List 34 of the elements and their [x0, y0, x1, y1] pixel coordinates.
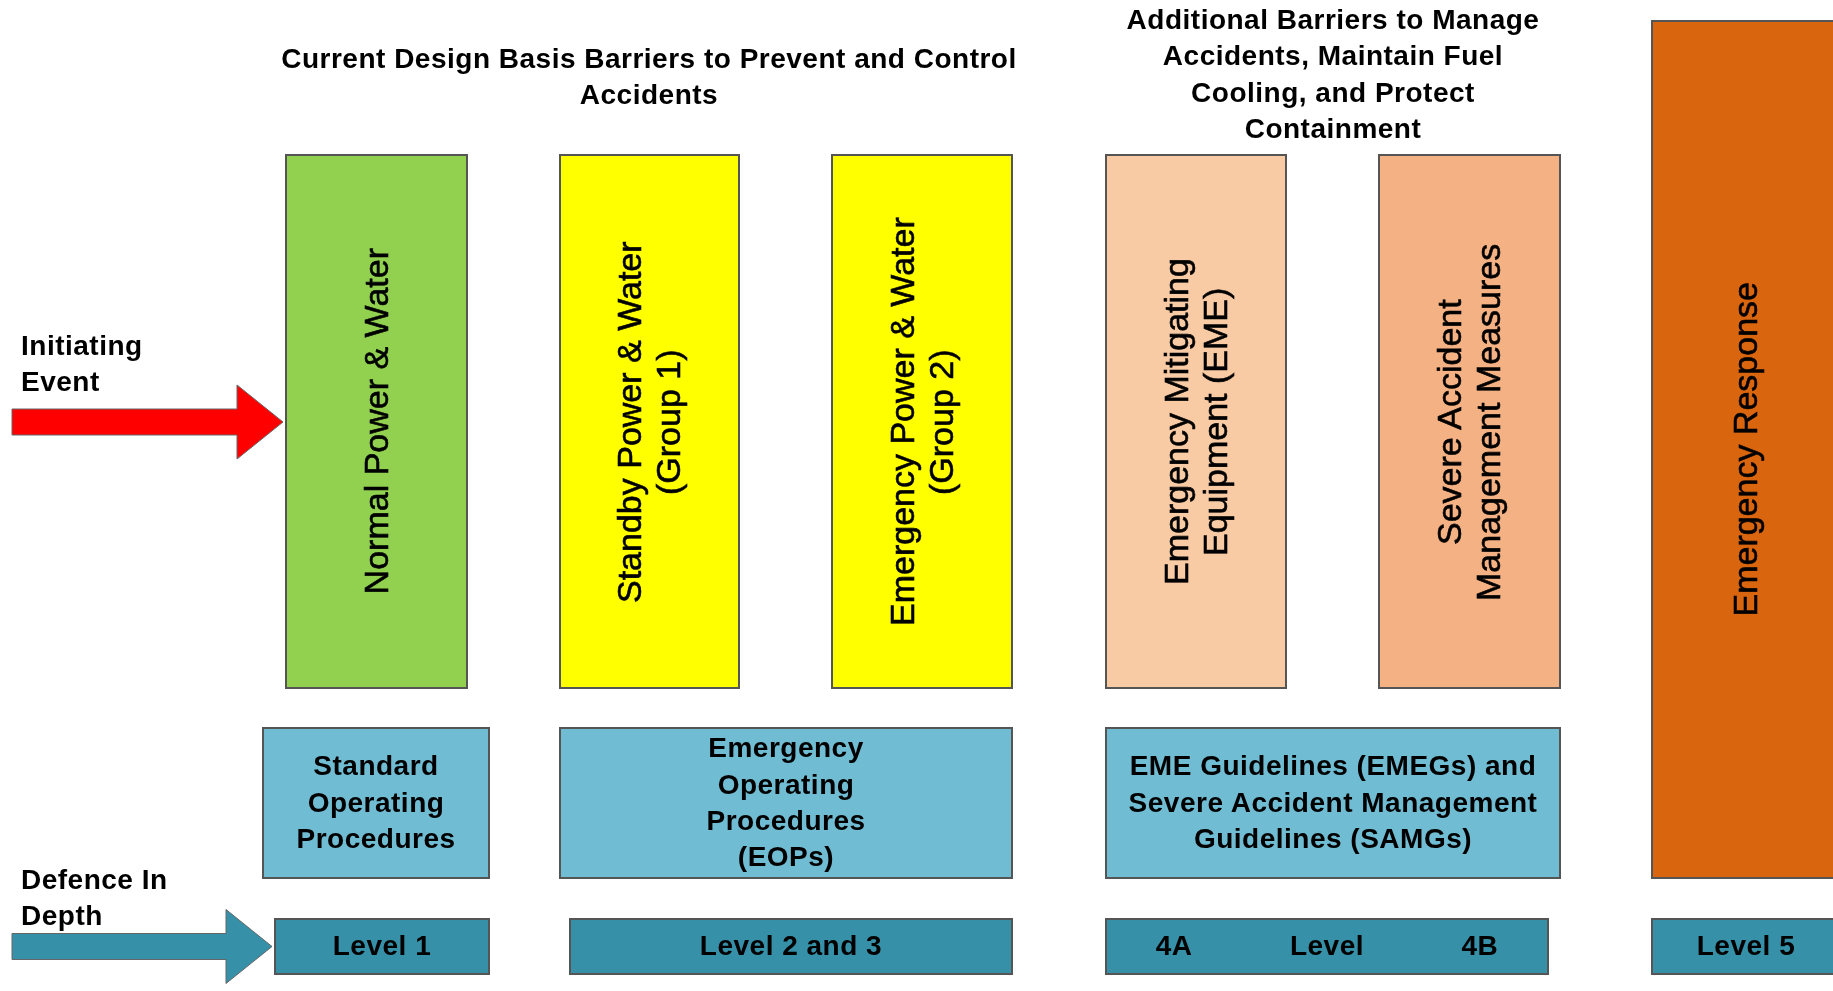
- box-label: Level 1: [332, 929, 432, 964]
- column-label: Emergency Power & Water (Group 2): [882, 216, 961, 628]
- level-label: 4B: [1461, 929, 1499, 964]
- barrier-column: [1378, 154, 1561, 689]
- procedure-box: [1105, 727, 1561, 879]
- barrier-column: [559, 154, 740, 689]
- barrier-column: [1651, 20, 1833, 879]
- column-label: Emergency Response: [1726, 282, 1766, 617]
- column-label: Severe Accident Management Measures: [1430, 241, 1509, 603]
- column-label: Emergency Mitigating Equipment (EME): [1156, 257, 1235, 587]
- box-label: Standard Operating Procedures: [295, 749, 457, 857]
- column-label: Normal Power & Water: [356, 248, 396, 595]
- level-label: 4A: [1155, 929, 1193, 964]
- block-arrow: [11, 909, 273, 984]
- box-label: Level 2 and 3: [699, 929, 883, 964]
- arrow-label: Initiating Event: [21, 329, 144, 400]
- box-label: Emergency Operating Procedures (EOPs): [705, 731, 867, 875]
- barrier-column: [1105, 154, 1287, 689]
- column-label: Standby Power & Water (Group 1): [610, 239, 689, 605]
- block-arrow: [11, 384, 284, 460]
- procedure-box: [559, 727, 1013, 879]
- level-box: [274, 918, 490, 975]
- procedure-box: [262, 727, 490, 879]
- level-box: [1651, 918, 1833, 975]
- level-box: [569, 918, 1013, 975]
- box-label: Level 5: [1696, 929, 1796, 964]
- barrier-column: [831, 154, 1013, 689]
- arrow-label: Defence In Depth: [21, 863, 169, 934]
- level-label: Level: [1289, 929, 1365, 964]
- barrier-column: [285, 154, 468, 689]
- section-heading: Current Design Basis Barriers to Prevent and Control Accidents: [280, 42, 1018, 113]
- level-box: [1105, 918, 1549, 975]
- box-label: EME Guidelines (EMEGs) and Severe Accident Management Guidelines (SAMGs): [1127, 749, 1539, 857]
- section-heading: Additional Barriers to Manage Accidents, Maintain Fuel Cooling, and Protect Containment: [1125, 3, 1541, 147]
